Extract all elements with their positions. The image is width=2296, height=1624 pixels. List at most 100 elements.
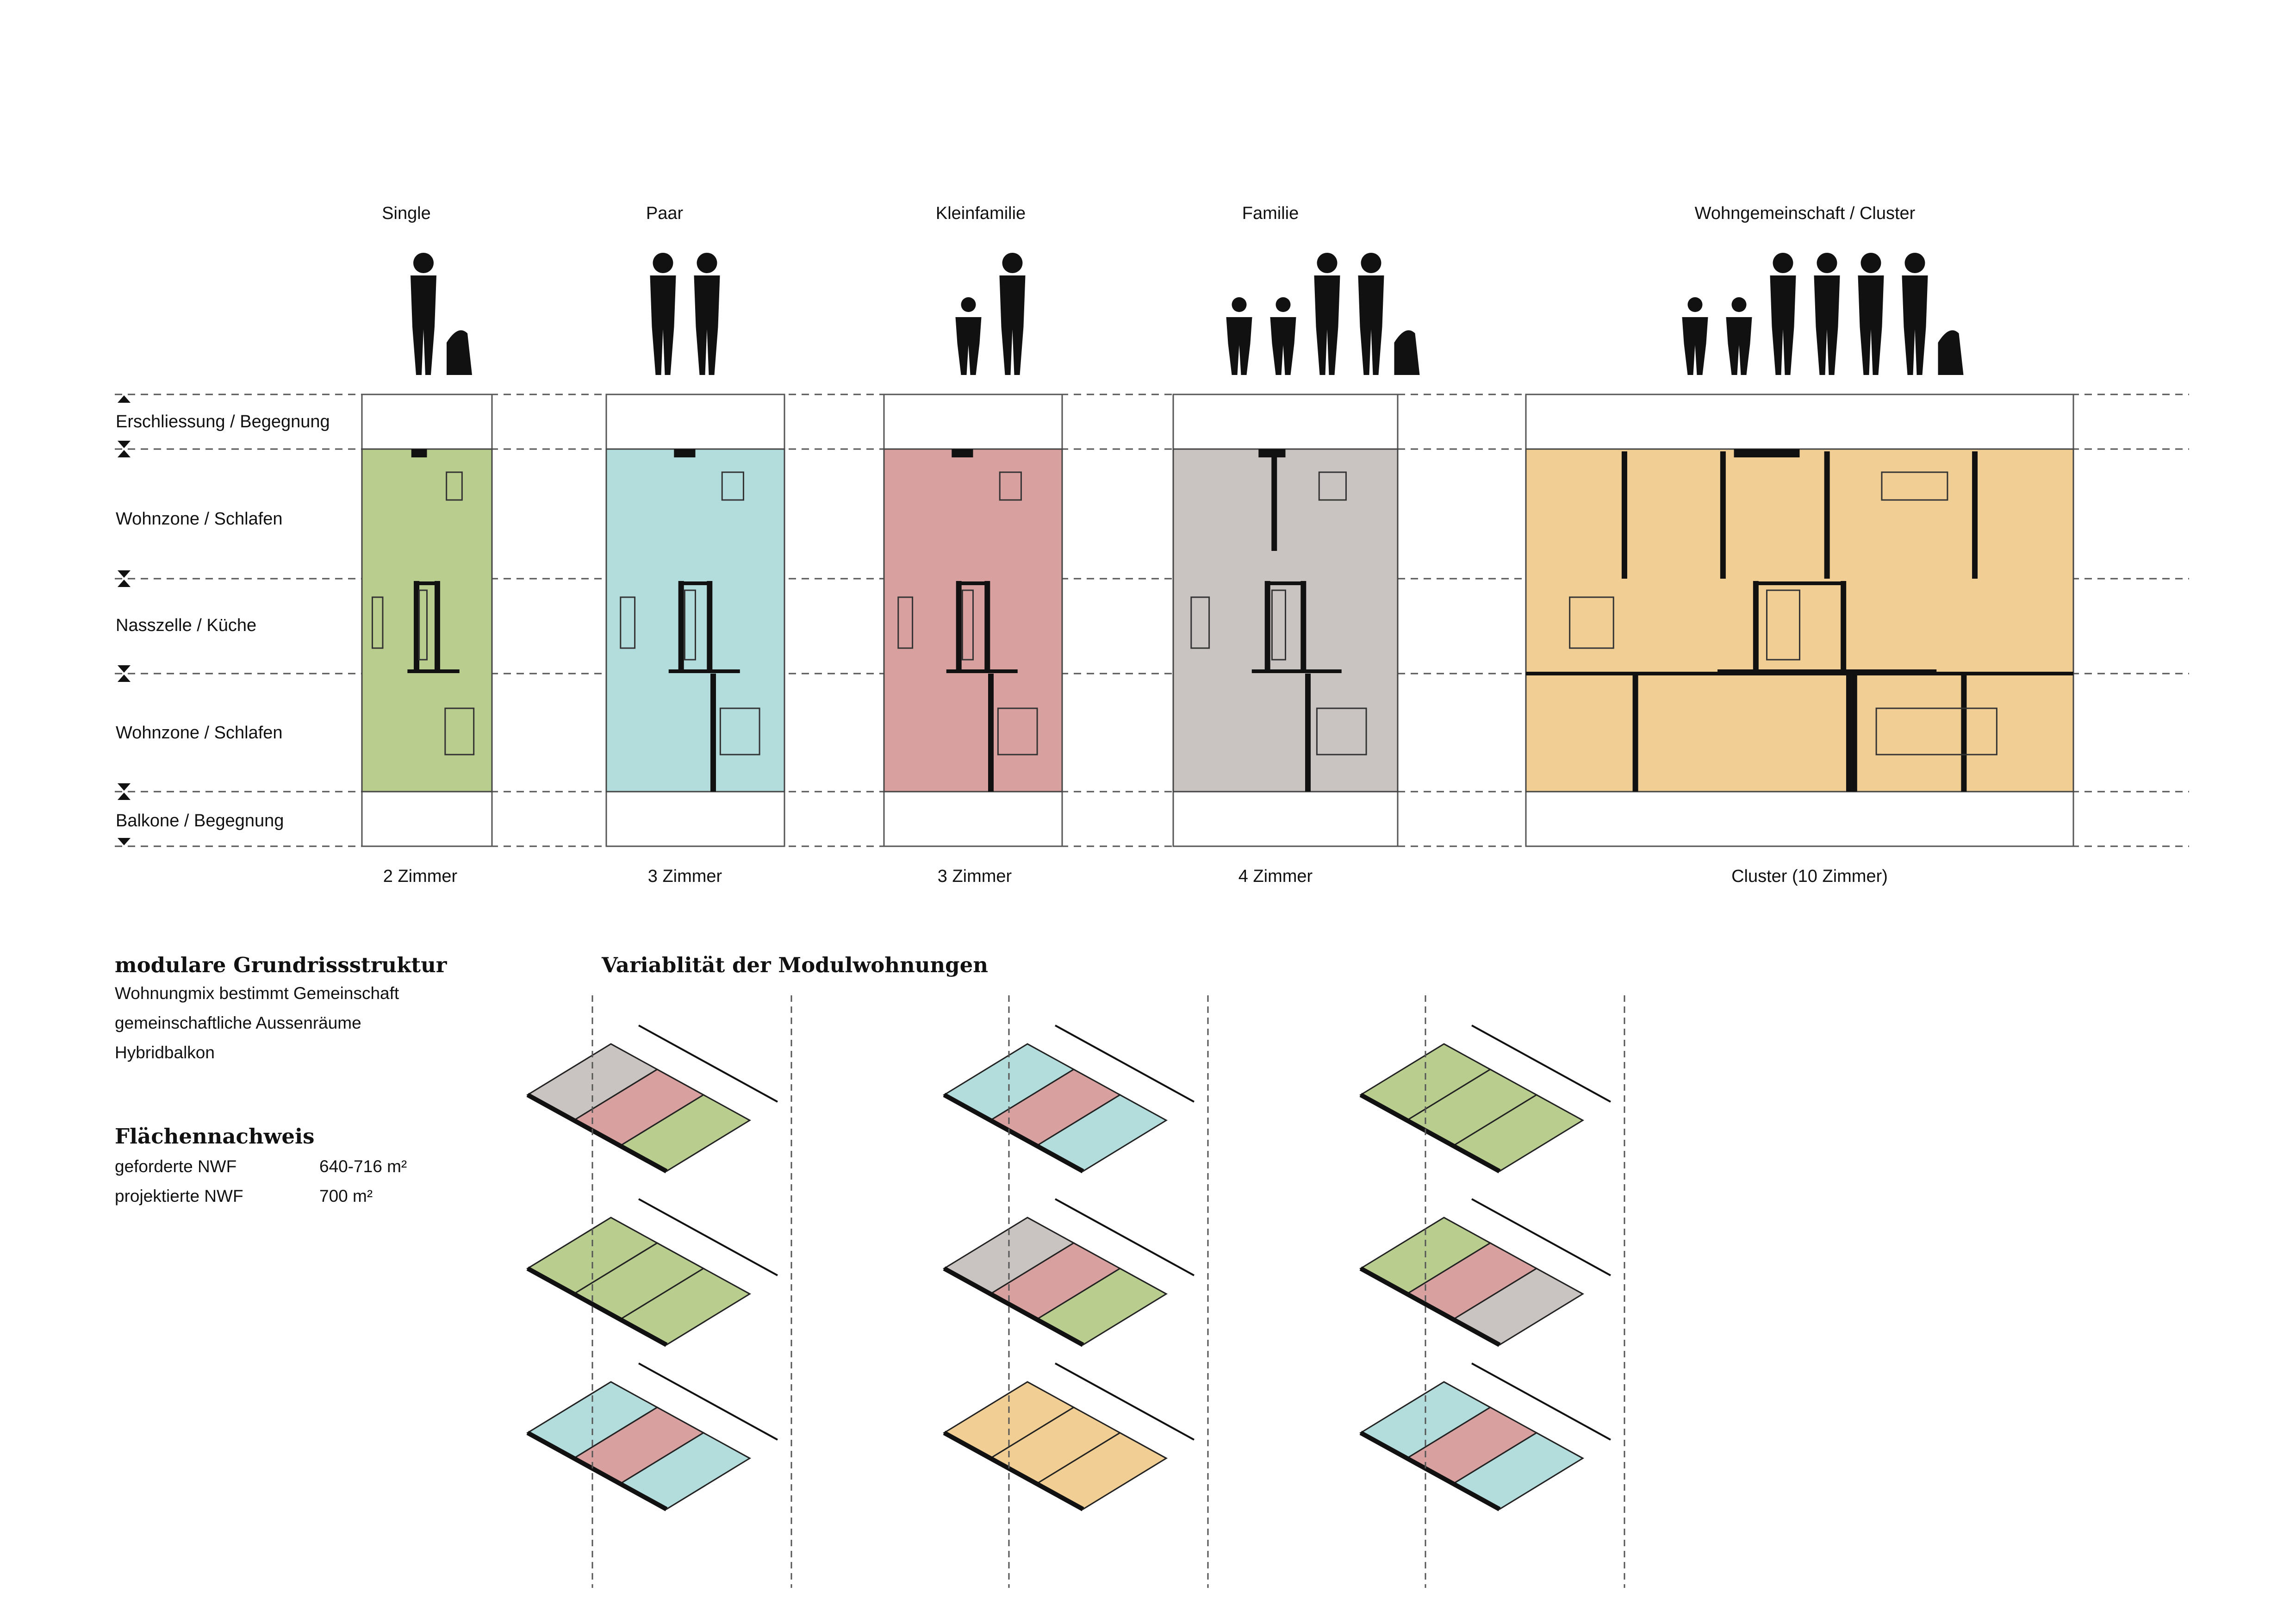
iso-edge-2-1 [1359,1266,1501,1347]
area-value-required: 640-716 m² [319,1157,407,1176]
person-head-4-2 [1773,253,1793,273]
info-heading: modulare Grundrissstruktur [115,953,447,977]
info-line-2: gemeinschaftliche Aussenräume [115,1013,361,1032]
person-body-4-4 [1858,275,1884,375]
zone-label-balkone: Balkone / Begegnung [116,811,284,831]
floor-plan-0 [361,394,493,847]
person-head-1-1 [697,253,717,273]
info-line-3: Hybridbalkon [115,1043,215,1062]
floor-plan-4 [1525,394,2074,847]
person-body-3-3 [1358,275,1384,375]
iso-corridor-0-1 [638,1198,778,1276]
dog-silhouette-3 [1394,330,1420,375]
iso-floor-0-2 [526,1362,778,1512]
furniture-sofa-3 [1318,471,1347,501]
iso-floor-1-1 [943,1198,1195,1347]
person-body-4-2 [1770,275,1796,375]
iso-corridor-0-0 [638,1024,778,1103]
zone-marker-up-0 [118,395,131,403]
person-head-2-0 [961,297,976,312]
iso-edge-2-0 [1359,1093,1501,1174]
entry-wall-4 [1734,449,1800,457]
furniture-sofa-4 [1881,471,1948,501]
room-count-single: 2 Zimmer [383,867,458,886]
zone-marker-up-4 [118,793,131,800]
area-label-projected: projektierte NWF [115,1187,243,1206]
furniture-bed-4 [1875,707,1997,756]
iso-corridor-1-1 [1055,1198,1195,1276]
iso-floor-0-0 [526,1024,778,1174]
iso-edge-1-1 [943,1266,1084,1347]
person-head-3-3 [1361,253,1381,273]
person-head-4-3 [1817,253,1837,273]
iso-floor-2-0 [1359,1024,1611,1174]
person-body-4-1 [1726,317,1752,375]
room-count-kleinfamilie: 3 Zimmer [937,867,1012,886]
person-body-2-0 [955,317,982,375]
zone-label-erschliessung: Erschliessung / Begegnung [116,412,330,431]
iso-floor-1-0 [943,1024,1195,1174]
entry-wall-1 [674,449,696,457]
type-label-paar: Paar [646,204,684,223]
iso-floor-2-1 [1359,1198,1611,1347]
room-count-paar: 3 Zimmer [647,867,722,886]
person-head-3-1 [1276,297,1291,312]
furniture-table-3 [1190,596,1210,649]
person-head-4-5 [1904,253,1925,273]
zone-label-wohnzone-bottom: Wohnzone / Schlafen [116,723,283,743]
entry-wall-2 [952,449,973,457]
person-head-1-0 [653,253,673,273]
iso-corridor-0-2 [638,1362,778,1441]
furniture-bath-1 [684,589,697,661]
furniture-bath-3 [1271,589,1286,661]
zone-marker-up-1 [118,450,131,457]
entry-wall-0 [411,449,427,457]
furniture-sofa-1 [721,471,744,501]
floor-plan-3 [1172,394,1399,847]
person-body-1-0 [650,275,676,375]
iso-floor-0-1 [526,1198,778,1347]
furniture-bed-3 [1316,707,1367,756]
iso-edge-0-0 [526,1093,668,1174]
person-head-2-1 [1002,253,1023,273]
person-body-4-5 [1902,275,1928,375]
furniture-bed-1 [719,707,760,756]
area-value-projected: 700 m² [319,1187,373,1206]
info-line-1: Wohnungmix bestimmt Gemeinschaft [115,984,399,1003]
person-body-0-0 [411,275,436,375]
person-body-4-3 [1814,275,1840,375]
furniture-table-2 [897,596,914,649]
iso-corridor-1-0 [1055,1024,1195,1103]
iso-corridor-2-2 [1471,1362,1611,1441]
zone-marker-down-4 [118,783,131,791]
iso-corridor-2-1 [1471,1198,1611,1276]
room-count-familie: 4 Zimmer [1238,867,1313,886]
iso-corridor-1-2 [1055,1362,1195,1441]
type-label-familie: Familie [1242,204,1299,223]
zone-marker-up-2 [118,580,131,587]
iso-edge-0-1 [526,1266,668,1347]
iso-floor-1-2 [943,1362,1195,1512]
silhouette-group-2 [955,253,1026,375]
furniture-table-1 [620,596,636,649]
furniture-bed-0 [444,707,475,756]
person-body-4-0 [1682,317,1708,375]
dog-silhouette-0 [447,330,472,375]
iso-edge-2-2 [1359,1430,1501,1512]
iso-floor-2-2 [1359,1362,1611,1512]
furniture-bath-4 [1766,589,1801,661]
zone-label-wohnzone-top: Wohnzone / Schlafen [116,509,283,529]
iso-edge-1-2 [943,1430,1084,1512]
person-body-3-1 [1270,317,1296,375]
person-head-4-4 [1860,253,1881,273]
person-head-4-0 [1687,297,1703,312]
dog-silhouette-4 [1938,330,1964,375]
furniture-table-4 [1569,596,1614,649]
floor-plan-1 [605,394,785,847]
silhouette-group-1 [650,253,720,375]
person-head-0-0 [413,253,434,273]
zone-marker-up-3 [118,675,131,682]
iso-corridor-2-0 [1471,1024,1611,1103]
person-body-2-1 [999,275,1026,375]
zone-marker-down-2 [118,570,131,578]
